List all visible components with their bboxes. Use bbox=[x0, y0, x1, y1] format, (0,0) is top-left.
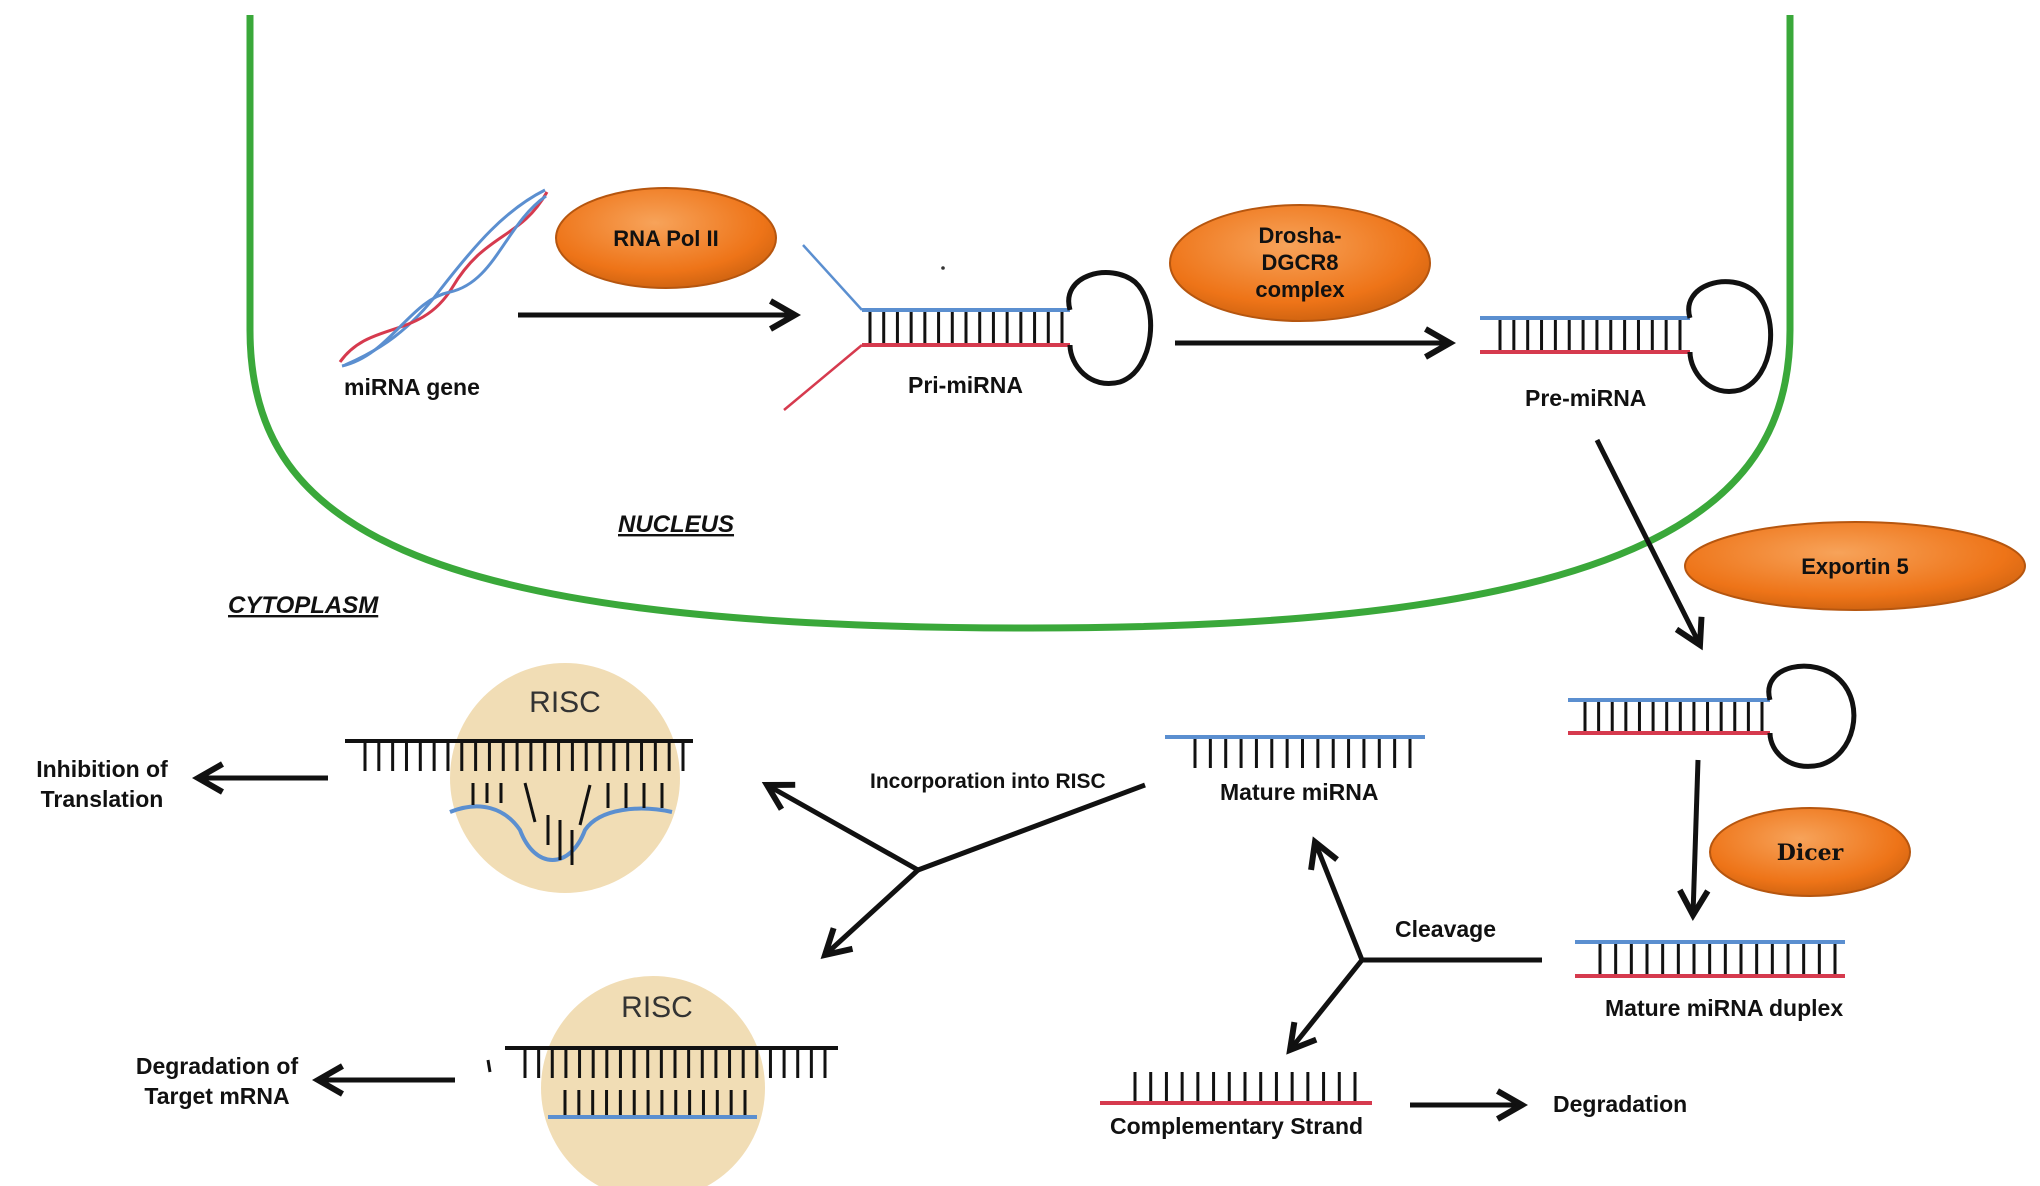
arrow-icon bbox=[1594, 438, 1705, 651]
risc-complex-bottom bbox=[486, 976, 838, 1186]
base-pair-tick bbox=[578, 784, 592, 826]
exportin-5-label: Exportin 5 bbox=[1801, 554, 1909, 579]
hairpin-icon bbox=[1686, 279, 1774, 394]
dicer-enzyme bbox=[1709, 807, 1911, 897]
incorporation-fork bbox=[761, 781, 1146, 960]
target-deg-label-2: Target mRNA bbox=[144, 1083, 289, 1109]
complementary-strand bbox=[1100, 1072, 1372, 1105]
pre-mirna-label: Pre-miRNA bbox=[1525, 385, 1646, 411]
nucleus-label: NUCLEUS bbox=[618, 511, 734, 538]
mirna-gene-label: miRNA gene bbox=[344, 374, 480, 400]
mature-duplex-label: Mature miRNA duplex bbox=[1605, 995, 1843, 1021]
drosha-label-1: Drosha- bbox=[1258, 223, 1341, 248]
risc-complex-top bbox=[345, 663, 693, 893]
risc-label-bottom: RISC bbox=[621, 991, 693, 1024]
risc-label-top: RISC bbox=[529, 686, 601, 719]
dicer-label: Dicer bbox=[1777, 840, 1844, 866]
rna-pol-ii-label: RNA Pol II bbox=[613, 226, 719, 251]
cytoplasm-pre-mirna-hairpin bbox=[1568, 663, 1857, 769]
degradation-label: Degradation bbox=[1553, 1091, 1687, 1117]
hairpin-icon bbox=[1766, 663, 1857, 769]
dna-helix-icon bbox=[338, 188, 549, 368]
drosha-label-3: complex bbox=[1255, 277, 1345, 302]
drosha-dgcr8-enzyme bbox=[1169, 204, 1431, 322]
pri-mirna-label: Pri-miRNA bbox=[908, 372, 1023, 398]
mature-mirna-label: Mature miRNA bbox=[1220, 779, 1378, 805]
pri-mirna-hairpin bbox=[783, 244, 1154, 411]
base-pair-tick bbox=[523, 782, 537, 823]
mature-mirna-duplex bbox=[1575, 940, 1845, 978]
arrow-icon bbox=[1677, 759, 1711, 921]
speck bbox=[941, 266, 945, 270]
cleavage-label: Cleavage bbox=[1395, 916, 1496, 942]
target-deg-label-1: Degradation of bbox=[136, 1053, 299, 1079]
nucleus-membrane bbox=[246, 15, 1794, 632]
drosha-label-2: DGCR8 bbox=[1261, 250, 1338, 275]
incorporation-label: Incorporation into RISC bbox=[870, 770, 1106, 793]
inhibition-label-1: Inhibition of bbox=[36, 756, 168, 782]
complementary-strand-label: Complementary Strand bbox=[1110, 1113, 1363, 1139]
pre-mirna-hairpin bbox=[1480, 279, 1774, 394]
mature-mirna bbox=[1165, 735, 1425, 768]
hairpin-icon bbox=[1066, 270, 1154, 386]
rna-pol-ii-enzyme bbox=[555, 187, 777, 289]
cytoplasm-label: CYTOPLASM bbox=[228, 592, 379, 619]
inhibition-label-2: Translation bbox=[41, 786, 164, 812]
exportin-5-enzyme bbox=[1684, 521, 2026, 611]
cleavage-fork bbox=[1286, 836, 1542, 1055]
